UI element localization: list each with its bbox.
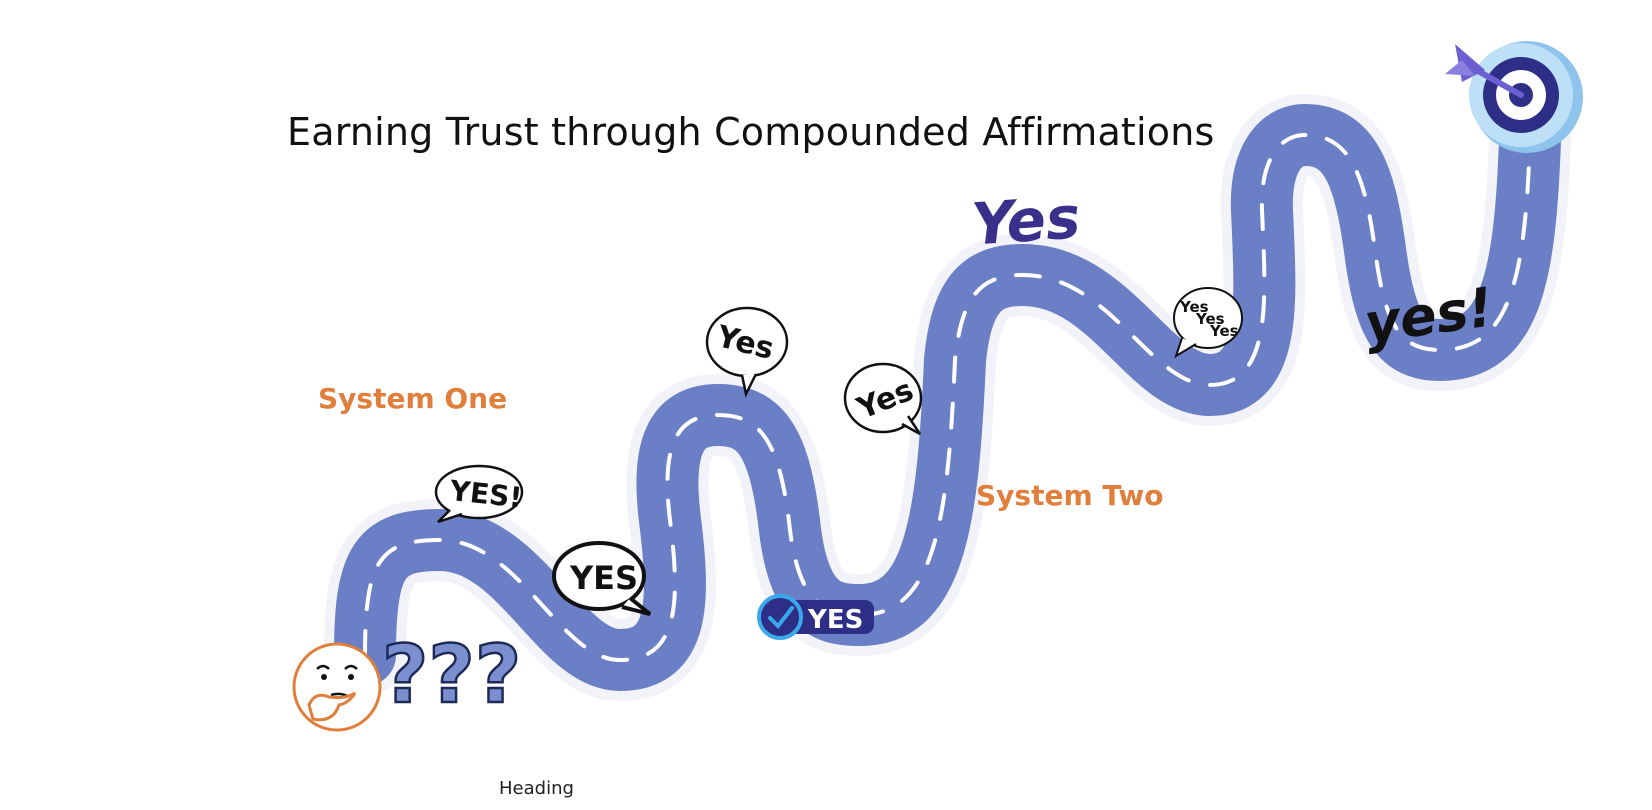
yes-badge-label: YES <box>807 605 863 635</box>
speech-bubble-yes-mid: Yes <box>843 362 923 436</box>
speech-bubble-yes-bold: YES <box>552 541 652 616</box>
thinking-face-icon <box>292 642 382 732</box>
speech-bubble-icon <box>1173 287 1243 349</box>
speech-bubble-icon <box>434 464 524 520</box>
question-marks-icon: ??? <box>381 627 523 723</box>
speech-bubble-icon <box>843 362 923 434</box>
check-badge-icon: YES <box>757 594 874 640</box>
svg-text:Yes: Yes <box>1179 298 1209 316</box>
svg-text:Yes: Yes <box>1209 322 1239 340</box>
winding-road <box>334 104 1561 691</box>
speech-bubble-icon <box>552 541 646 611</box>
svg-text:YES: YES <box>569 559 638 597</box>
yes-script-sticker: Yes <box>970 183 1083 258</box>
target-icon <box>1469 41 1583 153</box>
heading-placeholder: Heading <box>499 778 574 799</box>
speech-bubble-yes-top: Yes <box>705 306 789 398</box>
arrow-icon <box>1445 44 1524 98</box>
svg-text:Yes: Yes <box>970 183 1083 258</box>
speech-bubble-yes-exclaim: YES! <box>434 464 524 524</box>
svg-text:YES!: YES! <box>447 474 523 514</box>
system-one-label: System One <box>318 382 508 415</box>
svg-text:Yes: Yes <box>1195 310 1225 328</box>
system-two-label: System Two <box>976 479 1164 512</box>
speech-bubble-yes-multi: Yes Yes Yes <box>1173 287 1243 359</box>
page-title: Earning Trust through Compounded Affirma… <box>287 110 1215 154</box>
question-marks: ??? <box>382 628 521 721</box>
